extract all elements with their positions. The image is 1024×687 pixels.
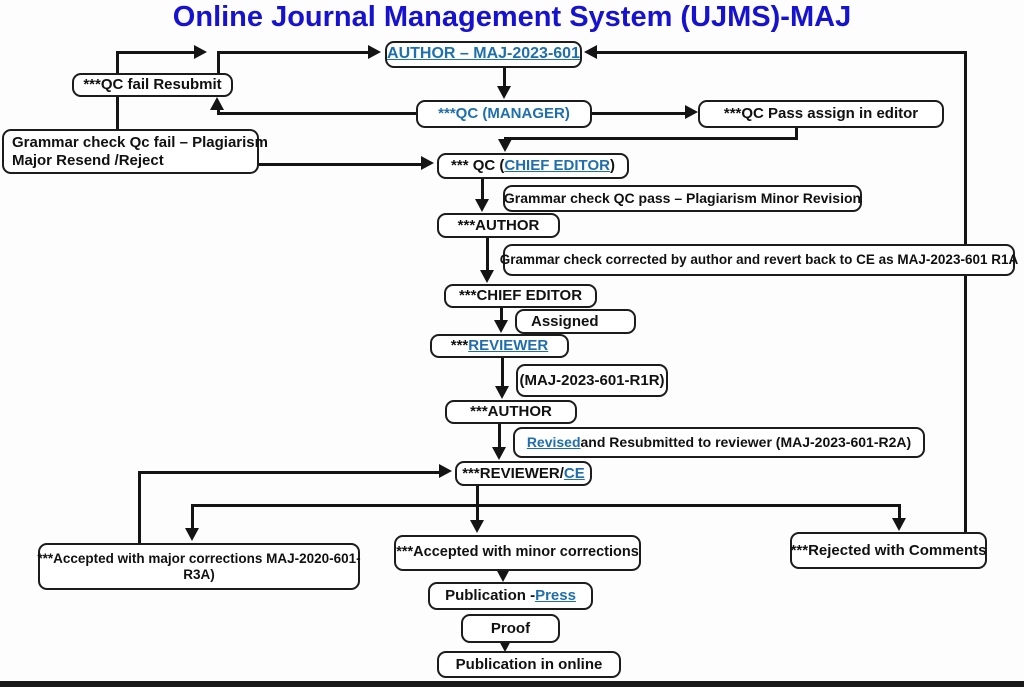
revised-link[interactable]: Revised [526, 434, 581, 451]
author-manuscript-link[interactable]: AUTHOR – MAJ-2023-601 [387, 45, 580, 63]
connector-manager-to-qcfail-hline [217, 112, 416, 115]
connector-qcfail-up-vline [116, 51, 119, 73]
connector-major-to-reviewerce-vline [138, 471, 141, 543]
publication-press-prefix: Publication - [445, 587, 536, 605]
connector-reviewer-to-author3-arrow [495, 386, 509, 399]
connector-ce-to-reviewer-arrow [494, 320, 508, 333]
node-author-3: ***AUTHOR [445, 400, 577, 424]
connector-reviewer-to-author3-line [501, 358, 504, 388]
node-r1r: (MAJ-2023-601-R1R) [516, 364, 668, 397]
connector-minor-to-press-arrow [496, 569, 510, 582]
proof-label: Proof [490, 619, 531, 637]
node-qc-chief-editor: *** QC (CHIEF EDITOR) [437, 153, 629, 179]
assigned-label: Assigned [531, 312, 599, 330]
bottom-dark-bar [0, 681, 1024, 687]
connector-branch-to-major-vline [191, 504, 194, 530]
node-reviewer: ***REVIEWER [430, 334, 569, 358]
qc-manager-label[interactable]: ***QC (MANAGER) [438, 105, 570, 123]
node-publication-online: Publication in online [437, 651, 621, 678]
connector-qcce-to-author2-line [481, 179, 484, 201]
connector-resubmit-to-author-arrow [368, 45, 381, 59]
node-chief-editor: ***CHIEF EDITOR [444, 284, 597, 308]
connector-rejected-to-author-hline [597, 51, 967, 54]
node-grammar-fail: Grammar check Qc fail – Plagiarism Major… [2, 129, 268, 174]
grammar-fail-line2: Major Resend /Reject [12, 151, 164, 169]
connector-author-to-manager-line [503, 68, 506, 88]
node-author-2: ***AUTHOR [437, 213, 560, 238]
grammar-fail-line1: Grammar check Qc fail – Plagiarism [12, 133, 268, 151]
rejected-label: ***Rejected with Comments [790, 541, 987, 559]
publication-online-label: Publication in online [455, 655, 603, 673]
node-author-submission: AUTHOR – MAJ-2023-601 [385, 41, 582, 68]
node-reviewer-ce: ***REVIEWER/ CE [455, 461, 592, 486]
connector-author-to-manager-arrow [497, 86, 511, 99]
connector-ce-to-reviewer-line [500, 308, 503, 322]
connector-author2-to-ce-line [486, 238, 489, 272]
connector-manager-to-editor-arrow [685, 105, 698, 119]
connector-rejected-to-author-arrow [584, 45, 597, 59]
node-grammar-corrected: Grammar check corrected by author and re… [499, 244, 1019, 276]
connector-manager-to-editor-line [592, 112, 686, 115]
node-grammar-pass: Grammar check QC pass – Plagiarism Minor… [503, 185, 862, 212]
connector-resubmit-to-author-hline [217, 51, 369, 54]
qc-pass-editor-label: ***QC Pass assign in editor [723, 105, 919, 123]
node-accepted-minor: ***Accepted with minor corrections [394, 535, 641, 571]
qc-ce-suffix: ) [609, 157, 615, 175]
connector-grammarfail-to-qcce-line [259, 163, 423, 166]
press-link[interactable]: Press [535, 587, 576, 605]
author2-label: ***AUTHOR [457, 216, 540, 234]
node-qc-pass-editor: ***QC Pass assign in editor [698, 100, 944, 128]
connector-reviewerce-to-minor-arrow [470, 520, 484, 533]
qc-ce-prefix: *** QC ( [451, 157, 505, 175]
connector-qcce-to-author2-arrow [475, 199, 489, 212]
node-qc-fail-resubmit: ***QC fail Resubmit [72, 73, 233, 97]
reviewer-prefix: *** [450, 337, 469, 355]
author3-label: ***AUTHOR [470, 403, 552, 421]
reviewer-ce-link[interactable]: CE [563, 464, 585, 482]
connector-author2-to-ce-arrow [480, 270, 494, 283]
revised-suffix: and Resubmitted to reviewer (MAJ-2023-60… [580, 434, 912, 451]
connector-branch-hline [191, 504, 901, 507]
connector-branch-to-rejected-arrow [892, 518, 906, 531]
connector-major-to-reviewerce-arrow [439, 464, 452, 478]
connector-resubmit-to-author-vline [217, 52, 220, 73]
connector-author3-to-reviewerce-line [498, 424, 501, 449]
connector-qcfail-to-grammarfail-line [116, 97, 119, 130]
connector-major-to-reviewerce-hline [138, 471, 440, 474]
connector-qcfail-up-arrow [194, 45, 207, 59]
connector-rejected-to-author-vline [964, 51, 967, 532]
r1r-label: (MAJ-2023-601-R1R) [519, 371, 665, 389]
connector-branch-to-major-arrow [185, 528, 199, 541]
connector-branch-to-rejected-vline [898, 504, 901, 520]
connector-manager-to-qcfail-arrow [210, 97, 224, 110]
accepted-minor-label: ***Accepted with minor corrections [396, 544, 639, 561]
page-title: Online Journal Management System (UJMS)-… [172, 1, 852, 33]
connector-editor-to-qcce-hline [504, 137, 798, 140]
node-accepted-major: ***Accepted with major corrections MAJ-2… [37, 543, 361, 590]
chief-editor-label: ***CHIEF EDITOR [458, 287, 583, 305]
node-publication-press: Publication -Press [428, 582, 593, 610]
connector-author3-to-reviewerce-arrow [492, 447, 506, 460]
accepted-major-line1: ***Accepted with major corrections MAJ-2… [37, 550, 361, 566]
grammar-pass-label: Grammar check QC pass – Plagiarism Minor… [503, 190, 862, 207]
reviewer-ce-prefix: ***REVIEWER/ [462, 464, 564, 482]
grammar-corrected-label: Grammar check corrected by author and re… [499, 252, 1019, 268]
chief-editor-link[interactable]: CHIEF EDITOR [504, 157, 610, 175]
connector-manager-to-qcfail-vline [217, 108, 220, 115]
node-proof: Proof [461, 614, 560, 643]
qc-fail-resubmit-label: ***QC fail Resubmit [83, 76, 222, 94]
connector-editor-to-qcce-vline1 [795, 128, 798, 140]
reviewer-link[interactable]: REVIEWER [468, 337, 549, 355]
accepted-major-line2: R3A) [183, 566, 215, 582]
node-rejected: ***Rejected with Comments [790, 532, 987, 569]
node-revised-resubmitted: Revised and Resubmitted to reviewer (MAJ… [513, 427, 925, 458]
node-qc-manager: ***QC (MANAGER) [416, 100, 592, 128]
connector-qcfail-up-hline [116, 51, 196, 54]
connector-editor-to-qcce-arrow [498, 139, 512, 152]
connector-grammarfail-to-qcce-arrow [421, 156, 434, 170]
node-assigned: Assigned [515, 309, 636, 334]
